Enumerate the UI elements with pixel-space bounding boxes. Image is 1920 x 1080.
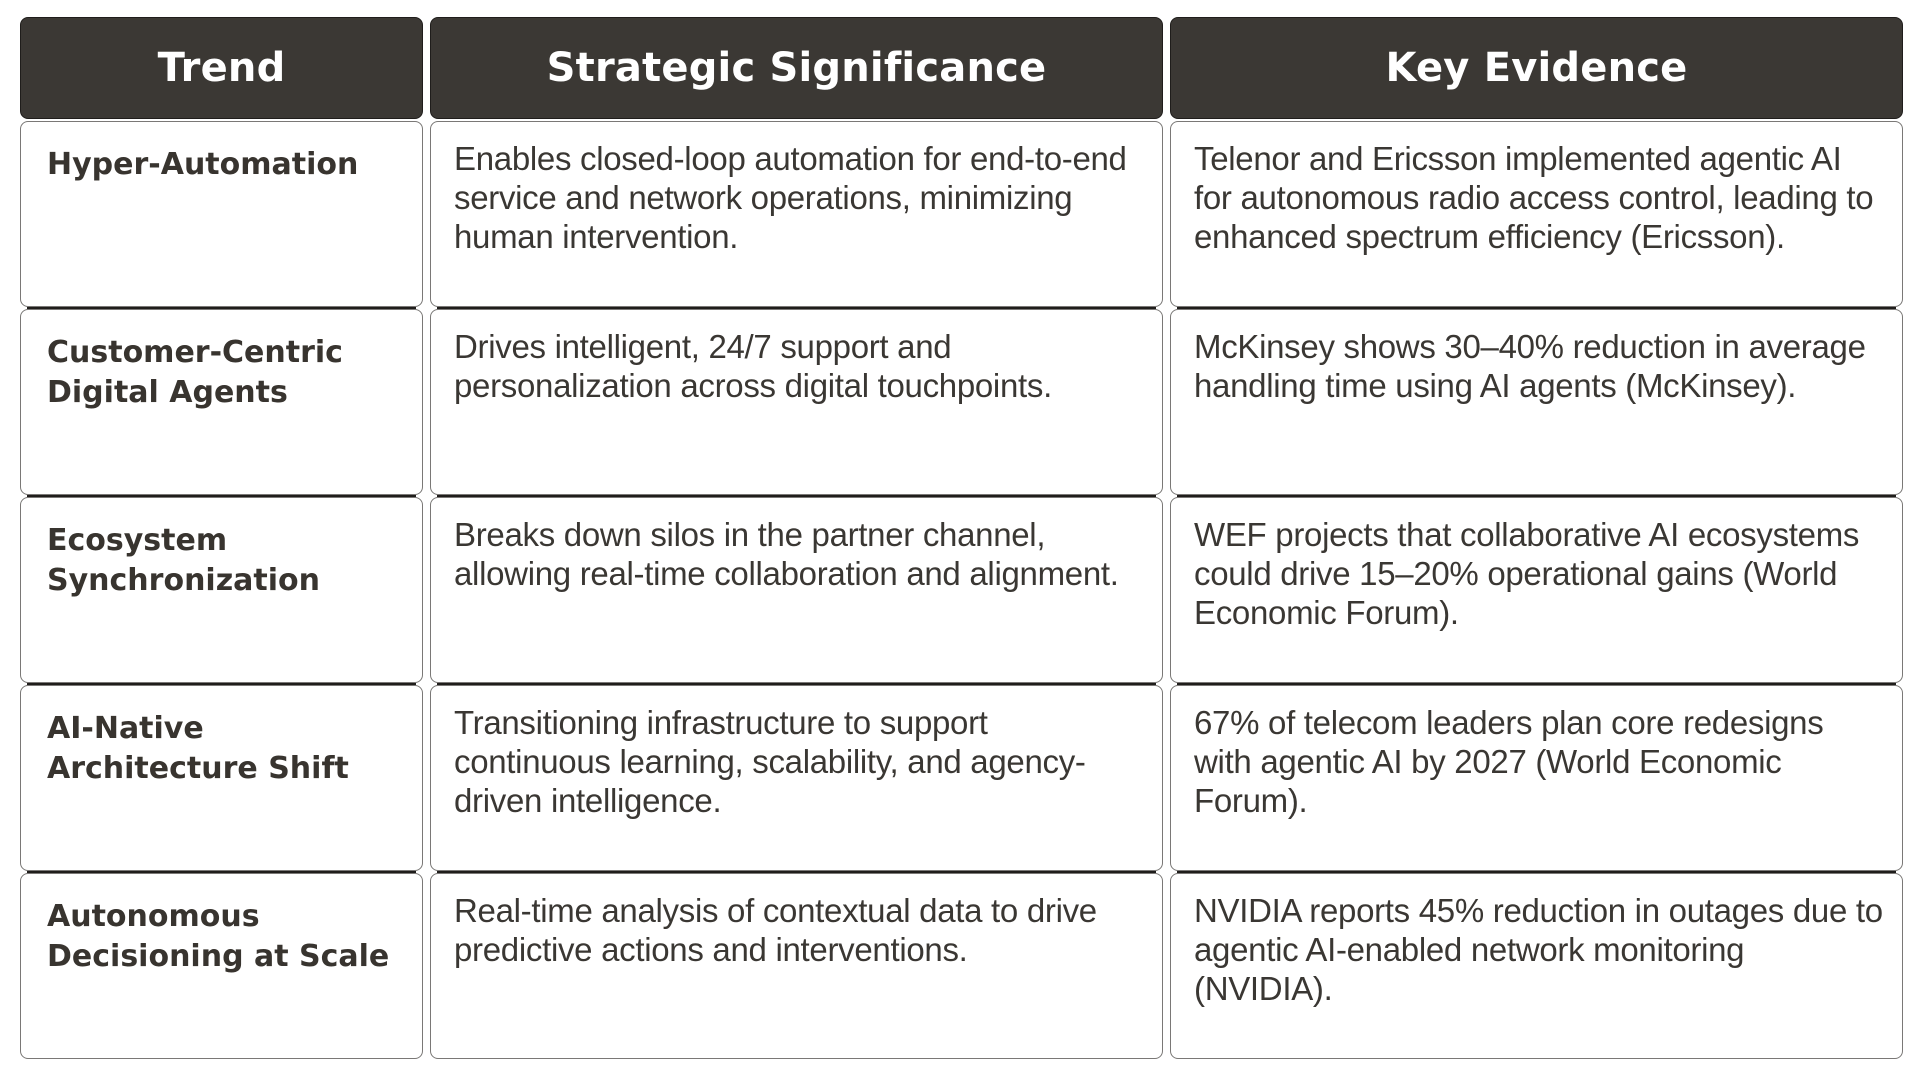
significance-cell: Enables closed-loop automation for end-t… xyxy=(430,121,1163,307)
evidence-cell: Telenor and Ericsson implemented agentic… xyxy=(1170,121,1903,307)
header-trend: Trend xyxy=(20,17,423,119)
table-header-row: Trend Strategic Significance Key Evidenc… xyxy=(20,17,1903,119)
header-strategic-significance: Strategic Significance xyxy=(430,17,1163,119)
evidence-cell: McKinsey shows 30–40% reduction in avera… xyxy=(1170,307,1903,495)
table-row: Hyper-Automation Enables closed-loop aut… xyxy=(20,121,1903,307)
table-row: Customer-Centric Digital Agents Drives i… xyxy=(20,307,1903,495)
trend-cell: Autonomous Decisioning at Scale xyxy=(20,871,423,1059)
table-row: Ecosystem Synchronization Breaks down si… xyxy=(20,495,1903,683)
significance-cell: Drives intelligent, 24/7 support and per… xyxy=(430,307,1163,495)
significance-cell: Transitioning infrastructure to support … xyxy=(430,683,1163,871)
header-key-evidence: Key Evidence xyxy=(1170,17,1903,119)
table-row: Autonomous Decisioning at Scale Real-tim… xyxy=(20,871,1903,1059)
trend-cell: Customer-Centric Digital Agents xyxy=(20,307,423,495)
trend-cell: Ecosystem Synchronization xyxy=(20,495,423,683)
evidence-cell: NVIDIA reports 45% reduction in outages … xyxy=(1170,871,1903,1059)
significance-cell: Breaks down silos in the partner channel… xyxy=(430,495,1163,683)
significance-cell: Real-time analysis of contextual data to… xyxy=(430,871,1163,1059)
evidence-cell: 67% of telecom leaders plan core redesig… xyxy=(1170,683,1903,871)
table-row: AI-Native Architecture Shift Transitioni… xyxy=(20,683,1903,871)
evidence-cell: WEF projects that collaborative AI ecosy… xyxy=(1170,495,1903,683)
trend-cell: Hyper-Automation xyxy=(20,121,423,307)
trend-cell: AI-Native Architecture Shift xyxy=(20,683,423,871)
trends-table: Trend Strategic Significance Key Evidenc… xyxy=(20,17,1903,1061)
